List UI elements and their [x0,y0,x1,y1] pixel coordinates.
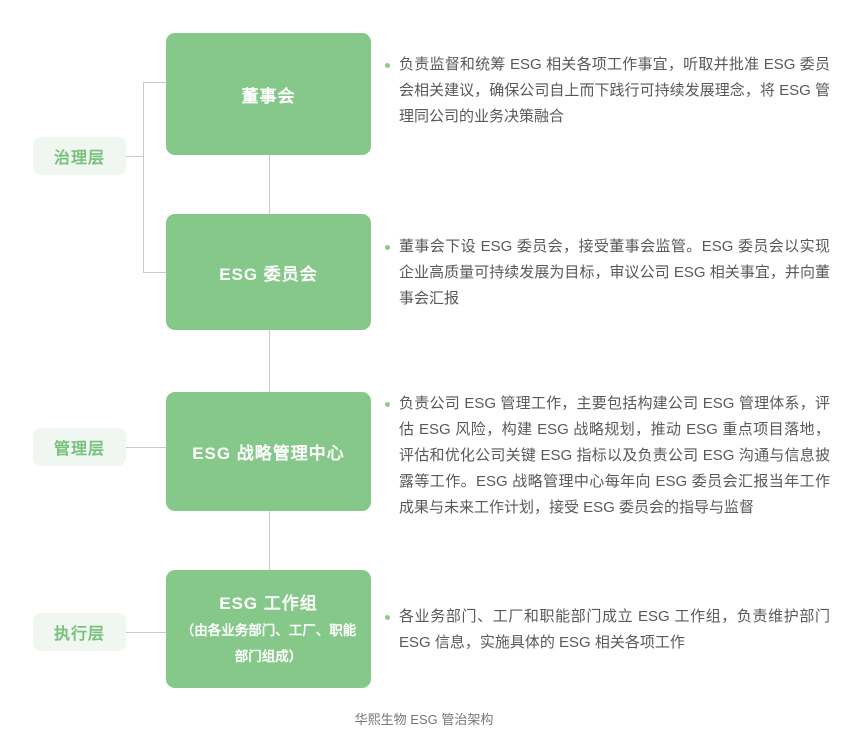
bullet-workgroup-description: 各业务部门、工厂和职能部门成立 ESG 工作组，负责维护部门 ESG 信息，实施… [385,604,830,656]
connector-center-to-workgroup [269,511,270,570]
connector-management-to-center [125,447,166,448]
node-board-title: 董事会 [241,86,296,106]
node-esg-committee: ESG 委员会 [166,214,371,330]
connector-governance-to-board [143,82,166,83]
connector-governance-to-committee [143,272,166,273]
node-esg-committee-title: ESG 委员会 [219,264,318,284]
node-esg-strategy-center: ESG 战略管理中心 [166,392,371,511]
node-board: 董事会 [166,33,371,155]
diagram-caption: 华熙生物 ESG 管治架构 [354,712,494,727]
connector-governance-label-stub [126,156,143,157]
bullet-dot-icon [385,63,390,68]
bullet-workgroup-text: 各业务部门、工厂和职能部门成立 ESG 工作组，负责维护部门 ESG 信息，实施… [399,608,830,651]
bullet-dot-icon [385,245,390,250]
connector-execution-to-workgroup [125,632,166,633]
bullet-dot-icon [385,402,390,407]
connector-committee-to-center [269,330,270,392]
bullet-committee-text: 董事会下设 ESG 委员会，接受董事会监管。ESG 委员会以实现企业高质量可持续… [399,238,830,307]
node-esg-workgroup-subtitle: （由各业务部门、工厂、职能部门组成） [180,622,357,664]
layer-label-management: 管理层 [33,428,126,466]
layer-label-governance-text: 治理层 [53,150,105,167]
layer-label-execution: 执行层 [33,613,126,651]
node-esg-strategy-center-title: ESG 战略管理中心 [192,444,345,463]
connector-board-to-committee [269,155,270,214]
bullet-committee-description: 董事会下设 ESG 委员会，接受董事会监管。ESG 委员会以实现企业高质量可持续… [385,234,830,312]
bullet-board-text: 负责监督和统筹 ESG 相关各项工作事宜，听取并批准 ESG 委员会相关建议，确… [399,56,830,125]
bullet-dot-icon [385,615,390,620]
node-esg-workgroup-title: ESG 工作组 [219,593,318,613]
bullet-strategy-center-description: 负责公司 ESG 管理工作，主要包括构建公司 ESG 管理体系，评估 ESG 风… [385,391,830,521]
layer-label-management-text: 管理层 [53,441,105,458]
connector-governance-bracket-vertical [143,82,144,273]
node-esg-workgroup: ESG 工作组 （由各业务部门、工厂、职能部门组成） [166,570,371,688]
layer-label-execution-text: 执行层 [53,626,105,643]
bullet-board-description: 负责监督和统筹 ESG 相关各项工作事宜，听取并批准 ESG 委员会相关建议，确… [385,52,830,130]
bullet-strategy-center-text: 负责公司 ESG 管理工作，主要包括构建公司 ESG 管理体系，评估 ESG 风… [399,395,830,516]
layer-label-governance: 治理层 [33,137,126,175]
